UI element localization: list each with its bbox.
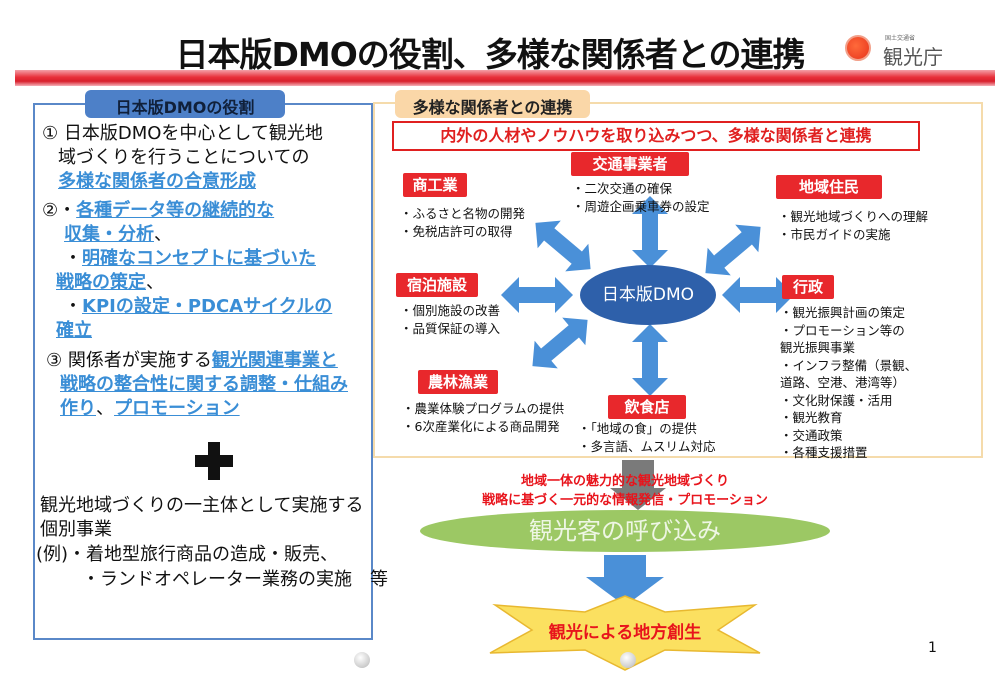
role2-line4: 戦略の策定、 [56, 272, 164, 293]
label-residents: 地域住民 [776, 175, 882, 199]
lodging-items: ・個別施設の改善・品質保証の導入 [400, 303, 501, 336]
arrow-residents [693, 213, 773, 287]
arrow-agriculture [520, 306, 600, 380]
role2-line3: ・明確なコンセプトに基づいた [64, 248, 316, 269]
role1-consensus: 多様な関係者の合意形成 [58, 171, 256, 192]
label-government: 行政 [782, 275, 834, 299]
role2-line5: ・KPIの設定・PDCAサイクルの [64, 296, 333, 317]
blue-down-arrow [586, 555, 664, 606]
label-transport: 交通事業者 [571, 152, 689, 176]
role2-line6: 確立 [56, 320, 92, 341]
logo-name: 観光庁 [883, 45, 943, 69]
label-commerce: 商工業 [403, 173, 467, 197]
binder-hole [354, 652, 370, 668]
collaboration-banner: 内外の人材やノウハウを取り込みつつ、多様な関係者と連携 [392, 121, 920, 151]
visitors-ellipse: 観光客の呼び込み [420, 510, 830, 552]
agriculture-items: ・農業体験プログラムの提供・6次産業化による商品開発 [402, 401, 565, 434]
plus-icon [195, 442, 233, 480]
flow-message-2: 戦略に基づく一元的な情報発信・プロモーション [482, 493, 768, 508]
arrow-restaurants [632, 324, 668, 396]
stakeholder-panel [373, 102, 983, 458]
role3-line2: 戦略の整合性に関する調整・仕組み [60, 374, 348, 395]
transport-items: ・二次交通の確保・周遊企画乗車券の設定 [572, 181, 710, 214]
commerce-items: ・ふるさと名物の開発・免税店許可の取得 [400, 206, 526, 239]
dmo-role-heading: 日本版DMOの役割 [85, 90, 285, 118]
label-lodging: 宿泊施設 [396, 273, 478, 297]
role3-line3: 作り、プロモーション [60, 398, 240, 419]
logo-ministry-text: 国土交通省 [885, 35, 916, 42]
logo-circle-icon [845, 35, 871, 61]
residents-items: ・観光地域づくりへの理解・市民ガイドの実施 [778, 209, 929, 242]
government-items: ・観光振興計画の策定・プロモーション等の観光振興事業・インフラ整備（景観、道路、… [780, 305, 918, 460]
arrow-lodging [501, 277, 573, 313]
goal-star-shape [489, 595, 761, 671]
label-agriculture: 農林漁業 [418, 370, 498, 394]
role1-line1: ① 日本版DMOを中心として観光地 [42, 123, 323, 144]
header-red-bar [15, 70, 995, 86]
gray-down-arrow [610, 460, 666, 510]
dmo-center-node: 日本版DMO [580, 265, 716, 325]
extra-line1: 観光地域づくりの一主体として実施する [40, 495, 364, 516]
extra-line4: ・ランドオペレーター業務の実施 等 [82, 569, 388, 590]
role1-line2: 域づくりを行うことについての [58, 147, 310, 168]
binder-hole [620, 652, 636, 668]
arrow-commerce [523, 209, 603, 283]
role2-line2: 収集・分析、 [64, 224, 172, 245]
flow-message-1: 地域一体の魅力的な観光地域づくり [520, 474, 729, 489]
role2-line1: ②・各種データ等の継続的な [42, 200, 275, 221]
extra-line2: 個別事業 [40, 519, 112, 540]
label-restaurants: 飲食店 [608, 395, 686, 419]
goal-text: 観光による地方創生 [548, 623, 702, 643]
restaurants-items: ・「地域の食」の提供・多言語、ムスリム対応 [578, 421, 716, 454]
page-number: 1 [928, 640, 937, 656]
stakeholder-heading: 多様な関係者との連携 [395, 90, 590, 118]
extra-line3: (例)・着地型旅行商品の造成・販売、 [36, 544, 339, 565]
role3-line1: ③ 関係者が実施する観光関連事業と [46, 350, 338, 371]
page-title: 日本版DMOの役割、多様な関係者との連携 [175, 35, 806, 74]
japan-tourism-agency-logo: 国土交通省 観光庁 [845, 33, 965, 69]
